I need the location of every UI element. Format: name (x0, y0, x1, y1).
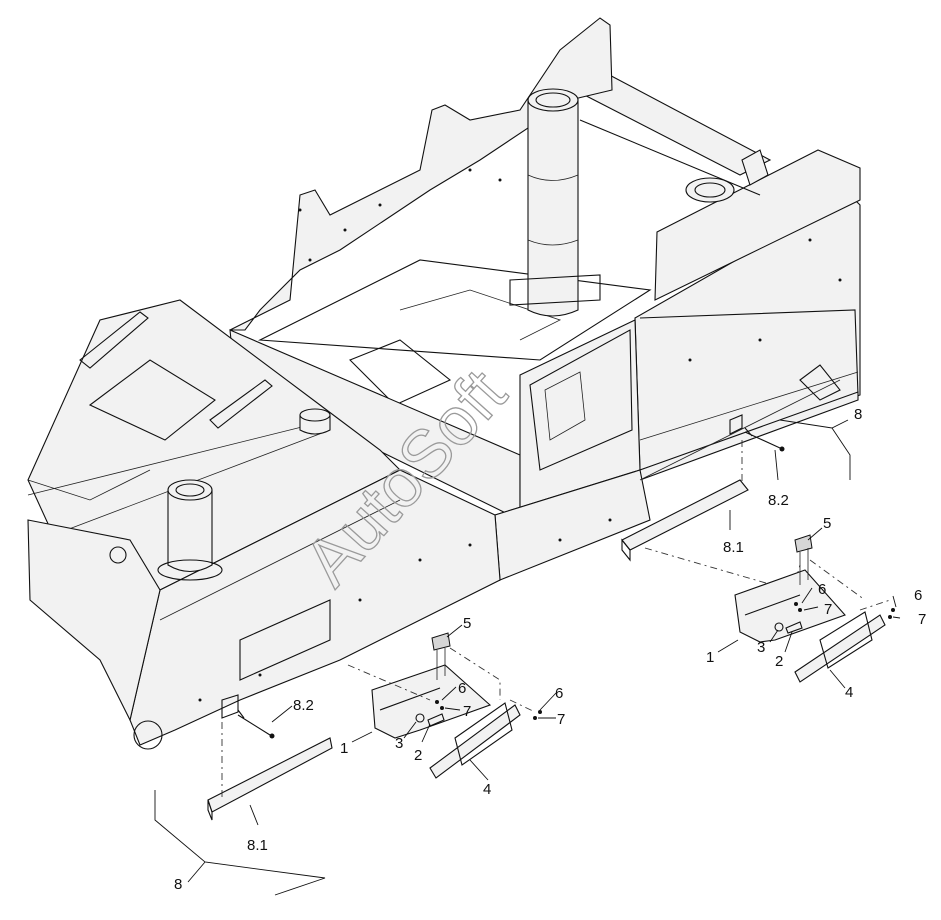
step-body-1-left (371, 664, 492, 739)
callout-7-left-a: 7 (463, 703, 471, 720)
front-frame-nose (27, 519, 161, 722)
callout-6-left-a: 6 (458, 680, 466, 697)
frame-right-side-lower-panel (639, 309, 859, 396)
callout-6-right-a: 6 (818, 581, 826, 598)
frame-top-right-beam (654, 149, 861, 301)
washer-3-right (774, 622, 784, 632)
washer-3-left (415, 713, 425, 723)
callout-5-left: 5 (463, 615, 471, 632)
bolt-2-right (785, 621, 803, 634)
frame-interior-floor (257, 259, 652, 361)
frame-left-side-plate (229, 17, 613, 331)
callout-8-right: 8 (854, 406, 862, 423)
callout-8-1-left: 8.1 (247, 837, 268, 854)
frame-rear-right-corner (799, 364, 841, 401)
main-frame (229, 17, 861, 582)
front-frame (27, 299, 501, 750)
bolt-2-left (427, 713, 445, 727)
front-frame-side-wall (129, 469, 501, 746)
callout-1-right: 1 (706, 649, 714, 666)
frame-rear-right-pivot (685, 177, 735, 203)
frame-rear-lug (741, 149, 769, 186)
step-top-5-left (431, 632, 451, 651)
callout-8-2-left: 8.2 (293, 697, 314, 714)
frame-center-column (509, 88, 601, 317)
front-frame-opening (88, 359, 216, 441)
callout-7-left-b: 7 (557, 711, 565, 728)
callout-1-left: 1 (340, 740, 348, 757)
callout-8-1-right: 8.1 (723, 539, 744, 556)
bolt-8-2-left (237, 709, 271, 736)
callout-6-right-b: 6 (914, 587, 922, 604)
step-assembly-left (207, 632, 542, 821)
callout-labels: 8 8.2 8.1 5 6 7 6 7 1 3 2 4 5 6 7 6 7 8.… (174, 406, 926, 893)
callout-2-right: 2 (775, 653, 783, 670)
cover-plate-4-left (429, 704, 521, 779)
callout-5-right: 5 (823, 515, 831, 532)
callout-6-left-b: 6 (555, 685, 563, 702)
cover-plate-4-right (794, 614, 886, 683)
callout-3-right: 3 (757, 639, 765, 656)
bolt-8-2-right (744, 427, 781, 449)
leader-lines (154, 419, 901, 896)
callout-7-right-b: 7 (918, 611, 926, 628)
tube-8-1-left (207, 737, 333, 813)
callout-4-right: 4 (845, 684, 853, 701)
frame-floor-opening (349, 339, 452, 406)
callout-4-left: 4 (483, 781, 491, 798)
frame-rivets (198, 168, 842, 702)
callout-8-left: 8 (174, 876, 182, 893)
callout-7-right-a: 7 (824, 601, 832, 618)
step-top-5-right (794, 534, 813, 553)
step-assembly-right (621, 414, 895, 683)
callout-8-2-right: 8.2 (768, 492, 789, 509)
step-body-1-right (734, 569, 846, 643)
callout-2-left: 2 (414, 747, 422, 764)
callout-3-left: 3 (395, 735, 403, 752)
